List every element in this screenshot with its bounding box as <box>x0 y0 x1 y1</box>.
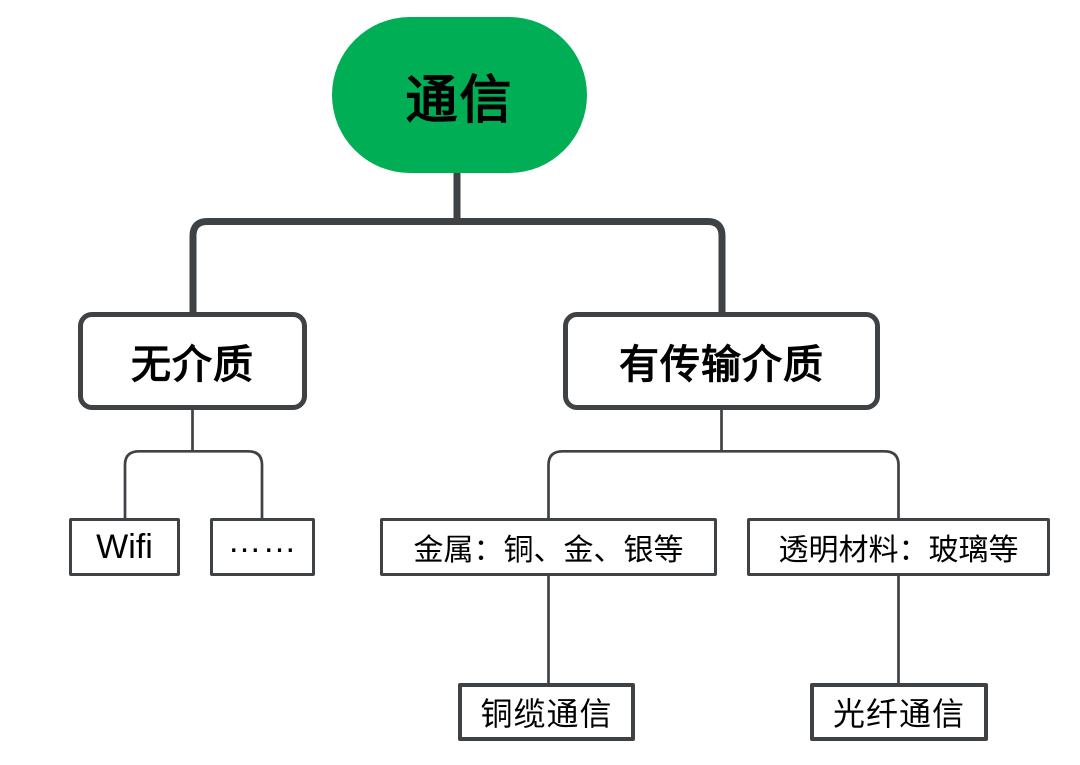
node-wifi-label: Wifi <box>96 527 153 566</box>
node-has-transmission-medium: 有传输介质 <box>563 312 880 410</box>
node-metal-materials-label: 金属：铜、金、银等 <box>413 534 684 567</box>
edge-no-medium-to-children <box>123 449 264 518</box>
node-optical-fiber-communication: 光纤通信 <box>810 683 988 741</box>
node-copper-cable-communication-label: 铜缆通信 <box>480 696 613 732</box>
node-copper-cable-communication: 铜缆通信 <box>458 683 635 741</box>
node-ellipsis: …… <box>210 518 315 576</box>
node-transparent-materials-label: 透明材料：玻璃等 <box>778 534 1019 567</box>
node-transparent-materials: 透明材料：玻璃等 <box>747 518 1050 576</box>
node-communication: 通信 <box>332 17 587 173</box>
node-optical-fiber-communication-label: 光纤通信 <box>832 696 965 732</box>
edge-root-to-branches <box>189 218 726 312</box>
node-metal-materials: 金属：铜、金、银等 <box>380 518 717 576</box>
node-has-transmission-medium-label: 有传输介质 <box>619 343 824 387</box>
edge-has-medium-to-children <box>547 449 900 518</box>
node-wifi: Wifi <box>69 518 180 576</box>
node-no-medium: 无介质 <box>78 312 307 410</box>
node-communication-label: 通信 <box>405 71 514 130</box>
node-no-medium-label: 无介质 <box>131 343 254 387</box>
node-ellipsis-label: …… <box>227 521 298 560</box>
